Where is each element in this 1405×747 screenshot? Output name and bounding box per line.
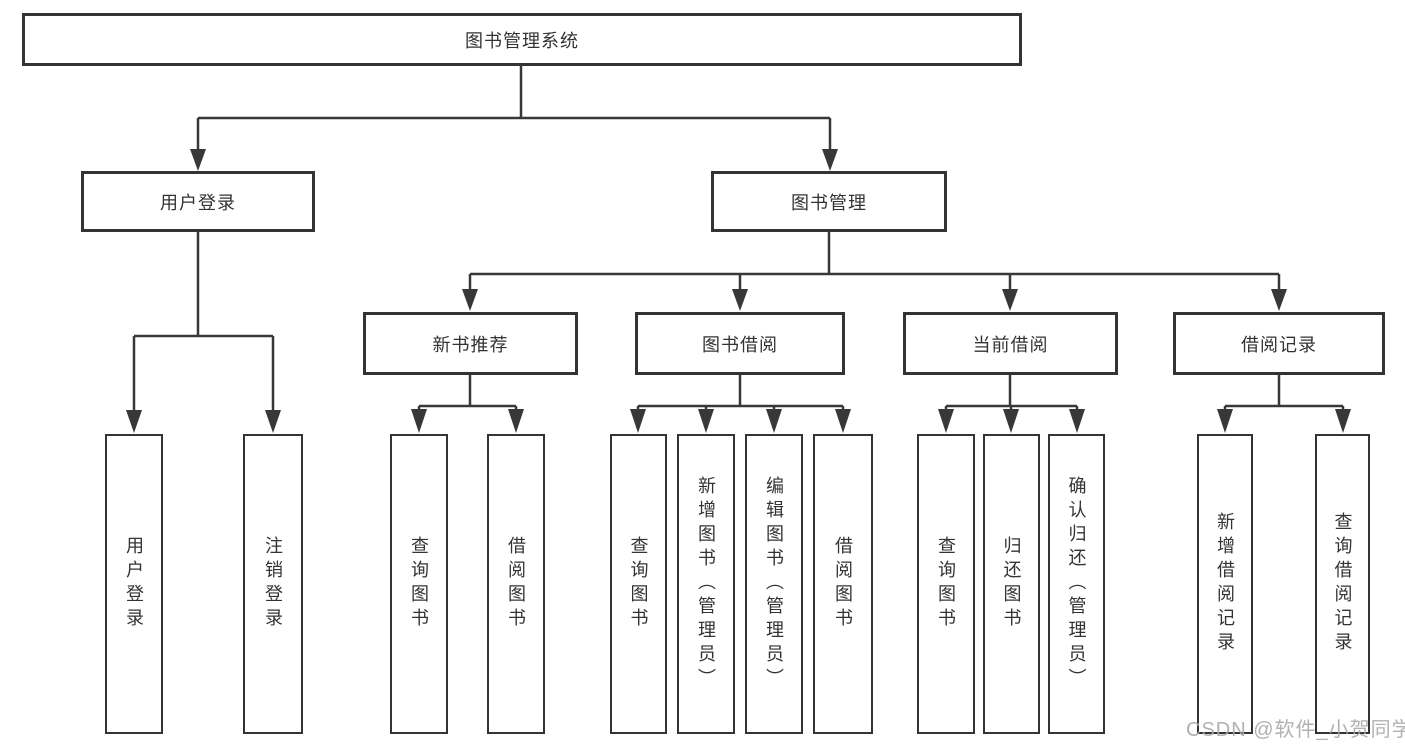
node-label: 图书借阅 [702, 334, 778, 355]
leaf-label: 查询图书 [409, 536, 429, 632]
node-label: 新书推荐 [432, 334, 509, 355]
node-user-login-group: 用户登录 [81, 171, 315, 232]
connector-root-to-level2 [190, 66, 838, 171]
connector-user-to-leaves [126, 232, 281, 433]
leaf-label: 新增图书（管理员） [696, 476, 716, 692]
leaf-label: 注销登录 [263, 536, 283, 632]
leaf-edit-books-admin: 编辑图书（管理员） [745, 434, 803, 734]
leaf-query-books-2: 查询图书 [610, 434, 667, 734]
leaf-label: 借阅图书 [833, 536, 853, 632]
leaf-borrow-books-2: 借阅图书 [813, 434, 873, 734]
node-book-management: 图书管理 [711, 171, 947, 232]
node-label: 借阅记录 [1241, 334, 1317, 355]
leaf-label: 借阅图书 [506, 536, 526, 632]
leaf-label: 查询借阅记录 [1332, 512, 1353, 656]
leaf-add-borrow-record: 新增借阅记录 [1197, 434, 1253, 734]
leaf-query-borrow-record: 查询借阅记录 [1315, 434, 1370, 734]
csdn-watermark: CSDN @软件_小贺同学 [1186, 719, 1405, 741]
leaf-label: 归还图书 [1001, 536, 1022, 632]
leaf-confirm-return-admin: 确认归还（管理员） [1048, 434, 1105, 734]
node-root: 图书管理系统 [22, 13, 1022, 66]
connector-current-to-leaves [938, 375, 1085, 433]
leaf-query-books-1: 查询图书 [390, 434, 448, 734]
leaf-return-books: 归还图书 [983, 434, 1040, 734]
leaf-label: 查询图书 [628, 536, 649, 632]
leaf-borrow-books-1: 借阅图书 [487, 434, 545, 734]
leaf-label: 新增借阅记录 [1215, 512, 1235, 656]
connector-borrow-to-leaves [630, 375, 851, 433]
leaf-label: 查询图书 [936, 536, 956, 632]
leaf-logout: 注销登录 [243, 434, 303, 734]
leaf-add-books-admin: 新增图书（管理员） [677, 434, 735, 734]
node-root-label: 图书管理系统 [465, 30, 579, 51]
connector-records-to-leaves [1217, 375, 1351, 433]
connector-book-to-level3 [462, 232, 1287, 311]
node-book-borrow: 图书借阅 [635, 312, 845, 375]
node-new-book-recommend: 新书推荐 [363, 312, 578, 375]
node-label: 用户登录 [160, 192, 236, 213]
leaf-label: 用户登录 [124, 536, 144, 632]
leaf-query-books-3: 查询图书 [917, 434, 975, 734]
leaf-label: 确认归还（管理员） [1066, 476, 1087, 692]
leaf-user-login: 用户登录 [105, 434, 163, 734]
node-label: 当前借阅 [972, 334, 1049, 355]
connector-newbook-to-leaves [411, 375, 524, 433]
node-current-borrow: 当前借阅 [903, 312, 1118, 375]
node-borrow-records: 借阅记录 [1173, 312, 1385, 375]
leaf-label: 编辑图书（管理员） [764, 476, 784, 692]
node-label: 图书管理 [791, 192, 867, 213]
